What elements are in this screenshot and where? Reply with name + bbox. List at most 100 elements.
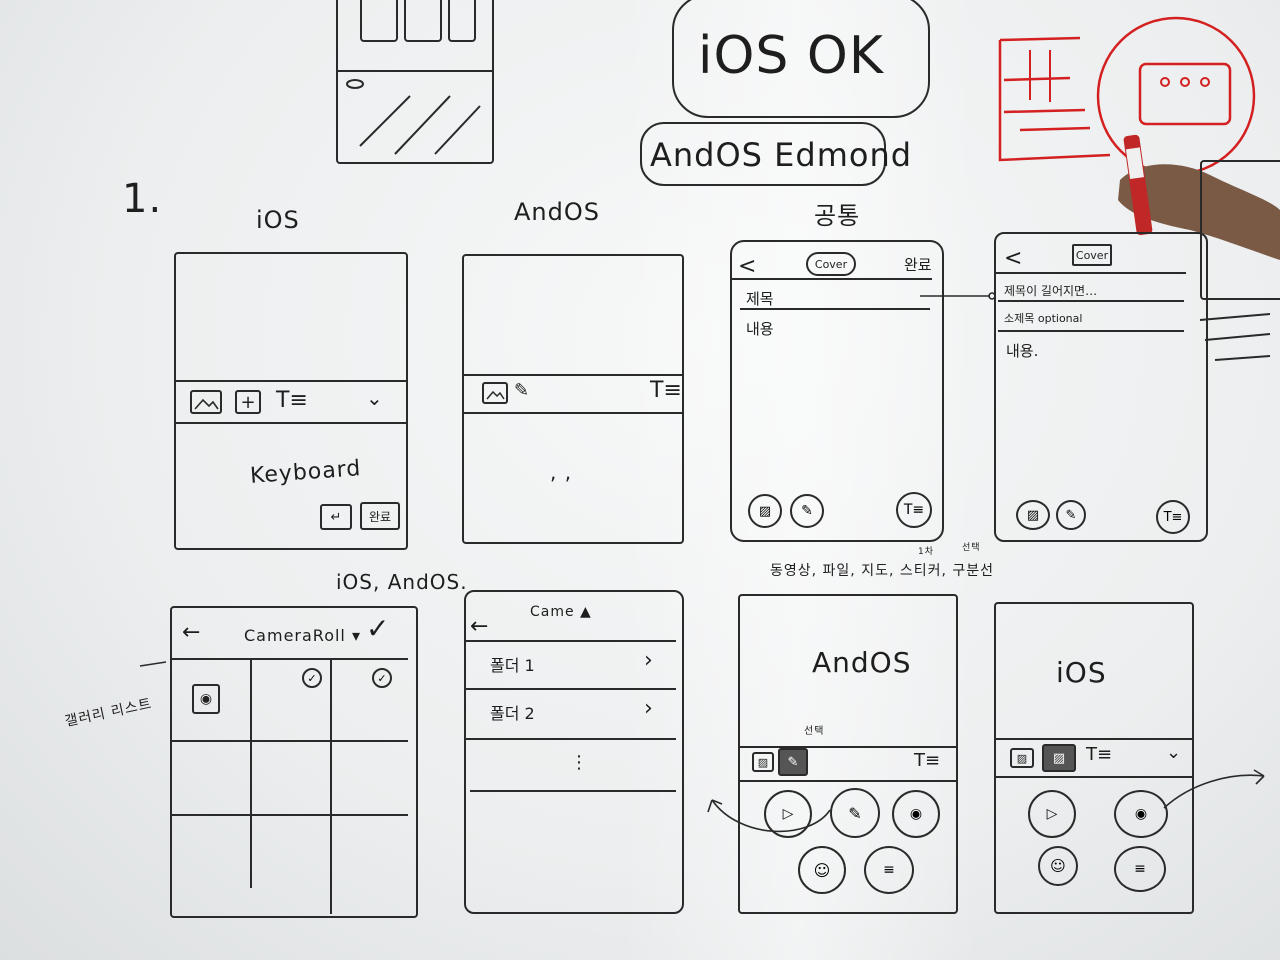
- map-icon[interactable]: ◉: [1114, 790, 1168, 838]
- done-key[interactable]: 완료: [360, 502, 400, 530]
- chevron-down-icon[interactable]: ⌄: [366, 386, 383, 410]
- confirm-check-icon[interactable]: ✓: [366, 612, 390, 645]
- grid-col-1: [250, 660, 252, 888]
- andos-edmond-text: AndOS Edmond: [650, 136, 913, 174]
- video-icon[interactable]: ▷: [1028, 790, 1076, 838]
- image-icon[interactable]: ▨: [752, 752, 774, 772]
- ios-andos-label: iOS, AndOS.: [336, 570, 468, 594]
- right-partial-lines: [1199, 313, 1271, 361]
- done-button[interactable]: 완료: [904, 256, 932, 274]
- text-format-icon[interactable]: T≡: [650, 378, 682, 403]
- curved-arrow: [707, 799, 831, 833]
- video-icon[interactable]: ▷: [764, 790, 812, 838]
- ios-label: iOS: [256, 206, 300, 234]
- ios-attach-toolbar-top: [996, 738, 1192, 740]
- title-field[interactable]: 제목: [746, 290, 774, 308]
- attach-icon[interactable]: ✎: [790, 494, 824, 528]
- attach-note-2: 선택: [962, 543, 981, 553]
- detail-phone-frame: [994, 232, 1208, 542]
- text-format-icon[interactable]: T≡: [1086, 744, 1113, 765]
- camera-roll-frame: [170, 606, 418, 918]
- image-icon[interactable]: ▨: [1016, 500, 1050, 530]
- file-icon[interactable]: ✎: [830, 788, 880, 838]
- text-format-icon[interactable]: T≡: [1156, 500, 1190, 534]
- selected-note: 선택: [804, 726, 825, 737]
- divider-icon[interactable]: ≡: [864, 846, 914, 894]
- sticker-icon[interactable]: ☺: [1038, 846, 1078, 886]
- gallery-list-label: 갤러리 리스트: [63, 695, 154, 731]
- ios-attach-toolbar-bottom: [996, 776, 1192, 778]
- sticker-icon[interactable]: ☺: [798, 846, 846, 894]
- folder-line-3: [470, 790, 676, 792]
- ios-phone-frame: [174, 252, 408, 550]
- curved-arrow: [1163, 769, 1265, 809]
- cover-button[interactable]: Cover: [806, 252, 856, 276]
- camera-icon[interactable]: ◉: [192, 684, 220, 714]
- top-sketch-hatch: [346, 79, 481, 155]
- text-format-icon[interactable]: T≡: [276, 388, 308, 413]
- folder-dropdown[interactable]: Came ▲: [530, 604, 592, 620]
- grid-col-2: [330, 660, 332, 914]
- select-check-icon[interactable]: ✓: [302, 668, 322, 688]
- detail-subtitle-line: [998, 330, 1184, 332]
- right-partial-frame: [1200, 160, 1280, 300]
- ios-panel-label: iOS: [1056, 656, 1107, 689]
- folder-list-frame: [464, 590, 684, 914]
- common-title-line: [740, 308, 930, 310]
- top-sketch-divider: [338, 70, 492, 72]
- map-icon[interactable]: ◉: [892, 790, 940, 838]
- more-indicator: ⋮: [570, 752, 588, 773]
- camera-roll-dropdown[interactable]: CameraRoll ▾: [244, 626, 361, 645]
- andos-attach-frame: [738, 594, 958, 914]
- camera-roll-header-line: [172, 658, 408, 660]
- text-format-icon[interactable]: T≡: [914, 750, 941, 771]
- selected-attach-icon[interactable]: ▨: [1042, 744, 1076, 772]
- andos-label: AndOS: [514, 198, 600, 226]
- folder-item[interactable]: 폴더 1 ›: [466, 642, 676, 686]
- top-sketch-tile-3: [448, 0, 476, 42]
- folder-item[interactable]: 폴더 2 ›: [466, 690, 676, 734]
- detail-title-line: [998, 300, 1184, 302]
- top-sketch-tile-2: [404, 0, 442, 42]
- selected-attach-icon[interactable]: ✎: [778, 748, 808, 776]
- folder-item-label: 폴더 2: [490, 704, 535, 723]
- back-arrow-icon[interactable]: ←: [470, 614, 489, 639]
- subtitle-field[interactable]: 소제목 optional: [1004, 312, 1083, 325]
- flow-arrow: [920, 292, 996, 300]
- cover-button[interactable]: Cover: [1072, 244, 1112, 266]
- chevron-right-icon: ›: [644, 648, 653, 673]
- return-key[interactable]: ↵: [320, 504, 352, 530]
- add-icon[interactable]: +: [235, 390, 261, 414]
- andos-attach-toolbar-top: [740, 746, 956, 748]
- ios-toolbar-top: [176, 380, 406, 382]
- grid-row-1: [172, 740, 408, 742]
- common-label: 공통: [814, 202, 861, 230]
- title-field[interactable]: 제목이 길어지면…: [1004, 284, 1098, 298]
- andos-toolbar-bottom: [464, 412, 682, 414]
- back-button[interactable]: <: [738, 254, 757, 279]
- folder-item-label: 폴더 1: [490, 656, 535, 675]
- image-icon[interactable]: ▨: [1010, 748, 1034, 768]
- image-icon[interactable]: [190, 390, 222, 414]
- content-field[interactable]: 내용: [746, 320, 774, 338]
- divider-icon[interactable]: ≡: [1114, 846, 1166, 892]
- image-icon[interactable]: ▨: [748, 494, 782, 528]
- image-icon[interactable]: [482, 382, 508, 404]
- hand-with-marker: [1118, 134, 1280, 260]
- select-check-icon[interactable]: ✓: [372, 668, 392, 688]
- back-arrow-icon[interactable]: ←: [182, 620, 201, 645]
- back-button[interactable]: <: [1004, 246, 1023, 271]
- andos-attach-toolbar-bottom: [740, 780, 956, 782]
- andos-phone-frame: [462, 254, 684, 544]
- content-field[interactable]: 내용.: [1006, 342, 1039, 360]
- attach-icon[interactable]: ✎: [514, 380, 530, 401]
- common-header-line: [732, 278, 932, 280]
- andos-toolbar-top: [464, 374, 682, 376]
- top-sketch-tile-1: [360, 0, 398, 42]
- text-format-icon[interactable]: T≡: [896, 492, 932, 528]
- andos-edmond-bubble: [640, 122, 886, 186]
- attach-types-label: 동영상, 파일, 지도, 스티커, 구분선: [770, 563, 995, 579]
- attach-note-1: 1차: [918, 547, 935, 557]
- chevron-down-icon[interactable]: ⌄: [1166, 742, 1182, 763]
- attach-icon[interactable]: ✎: [1056, 500, 1086, 530]
